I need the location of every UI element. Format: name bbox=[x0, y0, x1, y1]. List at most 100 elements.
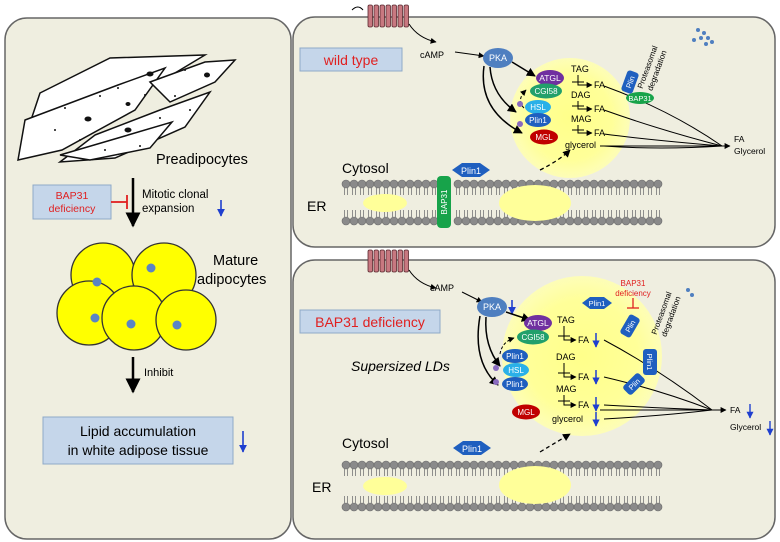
bd-pka bbox=[477, 297, 507, 317]
adipocyte-nuclei bbox=[90, 263, 182, 330]
svg-text:glycerol: glycerol bbox=[565, 140, 596, 150]
wt-hsl bbox=[525, 100, 551, 114]
svg-text:FA: FA bbox=[594, 80, 605, 90]
svg-text:BAP31: BAP31 bbox=[621, 279, 646, 288]
bd-er-plin1 bbox=[453, 441, 491, 455]
phosphate-dot-icon bbox=[517, 101, 523, 107]
bd-supersized-label: Supersized LDs bbox=[351, 358, 450, 374]
bd-cgi58 bbox=[517, 329, 549, 345]
svg-text:CGI58: CGI58 bbox=[521, 333, 545, 342]
lipid-accumulation-box bbox=[42, 416, 234, 465]
svg-text:DAG: DAG bbox=[556, 352, 576, 362]
svg-text:Plin1: Plin1 bbox=[461, 166, 481, 176]
svg-text:DAG: DAG bbox=[571, 90, 591, 100]
svg-text:FA: FA bbox=[594, 104, 605, 114]
wt-title-box bbox=[299, 47, 403, 72]
wt-cytosol-label: Cytosol bbox=[342, 160, 389, 176]
svg-text:FA: FA bbox=[730, 405, 741, 415]
bd-atgl bbox=[524, 315, 552, 331]
bd-cytosol-label: Cytosol bbox=[342, 435, 389, 451]
bd-plin-lower bbox=[623, 373, 645, 395]
left-panel: Preadipocytes BAP31 deficiency Mitotic c… bbox=[4, 17, 292, 540]
wt-degradation-dots bbox=[692, 28, 714, 46]
svg-text:Plin1: Plin1 bbox=[462, 444, 482, 454]
wild-type-panel: cAMP wild type PKA ATGL CGI58 HSL Plin1 … bbox=[292, 4, 776, 248]
wt-atgl bbox=[536, 70, 564, 86]
svg-text:FA: FA bbox=[578, 372, 589, 382]
svg-text:glycerol: glycerol bbox=[552, 414, 583, 424]
svg-text:MGL: MGL bbox=[535, 133, 553, 142]
wt-er-label: ER bbox=[307, 198, 326, 214]
bd-er-label: ER bbox=[312, 479, 331, 495]
svg-text:Plin1: Plin1 bbox=[645, 354, 654, 371]
bd-plin1-a bbox=[502, 349, 528, 363]
inhibit-label: Inhibit bbox=[144, 367, 173, 379]
bd-title: BAP31 deficiency bbox=[315, 314, 425, 330]
svg-text:Glycerol: Glycerol bbox=[734, 146, 765, 156]
lipid-label-line2: in white adipose tissue bbox=[68, 442, 209, 458]
mitotic-label-line1: Mitotic clonal bbox=[142, 189, 208, 201]
wt-camp-label: cAMP bbox=[420, 50, 444, 60]
bap31-deficiency-line2: deficiency bbox=[49, 203, 96, 215]
bd-er-droplet-small bbox=[363, 477, 407, 495]
wt-pka bbox=[483, 48, 513, 68]
svg-text:Plin1: Plin1 bbox=[529, 116, 547, 125]
svg-text:BAP31: BAP31 bbox=[440, 189, 449, 214]
bd-hsl bbox=[503, 363, 529, 377]
svg-text:MAG: MAG bbox=[556, 384, 577, 394]
receptor-icon bbox=[367, 4, 409, 28]
svg-text:HSL: HSL bbox=[530, 103, 546, 112]
svg-text:ATGL: ATGL bbox=[539, 73, 561, 83]
receptor-icon-2 bbox=[367, 249, 409, 273]
lipid-label-line1: Lipid accumulation bbox=[80, 423, 196, 439]
svg-text:Plin: Plin bbox=[624, 75, 637, 90]
bd-mgl bbox=[512, 404, 540, 420]
svg-text:FA: FA bbox=[734, 134, 745, 144]
mature-label-line2: adipocytes bbox=[197, 272, 266, 288]
bd-degradation-dots bbox=[686, 288, 694, 297]
bd-plin-small bbox=[620, 314, 640, 338]
bd-phosphate-dot-icon bbox=[493, 365, 499, 371]
wt-title: wild type bbox=[323, 52, 379, 68]
svg-text:Plin1: Plin1 bbox=[589, 299, 606, 308]
svg-text:TAG: TAG bbox=[557, 315, 575, 325]
wt-er-bap31 bbox=[437, 176, 451, 228]
svg-text:Plin1: Plin1 bbox=[506, 352, 524, 361]
svg-text:TAG: TAG bbox=[571, 64, 589, 74]
bd-camp-label: cAMP bbox=[430, 283, 454, 293]
wt-er-droplet-small bbox=[363, 194, 407, 212]
preadipocyte-cells bbox=[17, 54, 237, 163]
bd-plin1-b bbox=[502, 377, 528, 391]
bd-title-box bbox=[299, 309, 441, 334]
wt-plin1 bbox=[525, 113, 551, 127]
wt-er-plin1 bbox=[452, 163, 490, 177]
wt-cgi58 bbox=[530, 83, 562, 99]
svg-text:FA: FA bbox=[578, 335, 589, 345]
preadipocyte-nuclei bbox=[54, 69, 210, 151]
svg-text:FA: FA bbox=[578, 400, 589, 410]
bap31-deficiency-panel: cAMP BAP31 deficiency Supersized LDs PKA… bbox=[292, 249, 776, 540]
svg-text:HSL: HSL bbox=[508, 366, 524, 375]
bd-er-droplet-large bbox=[499, 466, 571, 504]
wt-er-droplet-large bbox=[499, 185, 571, 221]
bd-plin1-top bbox=[582, 297, 612, 309]
mature-adipocytes bbox=[56, 242, 217, 351]
mitotic-label-line2: expansion bbox=[142, 203, 194, 215]
svg-text:BAP31: BAP31 bbox=[628, 94, 651, 103]
wt-bap31-small bbox=[626, 92, 654, 104]
bap31-deficiency-line1: BAP31 bbox=[56, 190, 89, 202]
wt-mgl bbox=[530, 129, 558, 145]
bd-plin1-right bbox=[643, 349, 657, 375]
svg-text:FA: FA bbox=[594, 128, 605, 138]
svg-text:deficiency: deficiency bbox=[615, 289, 651, 298]
wt-plin-small bbox=[621, 70, 639, 94]
svg-text:ATGL: ATGL bbox=[527, 318, 549, 328]
svg-text:MGL: MGL bbox=[517, 408, 535, 417]
svg-text:Plin1: Plin1 bbox=[506, 380, 524, 389]
svg-text:MAG: MAG bbox=[571, 114, 592, 124]
preadipocytes-label: Preadipocytes bbox=[156, 152, 248, 168]
svg-text:PKA: PKA bbox=[489, 53, 507, 63]
svg-text:PKA: PKA bbox=[483, 302, 501, 312]
